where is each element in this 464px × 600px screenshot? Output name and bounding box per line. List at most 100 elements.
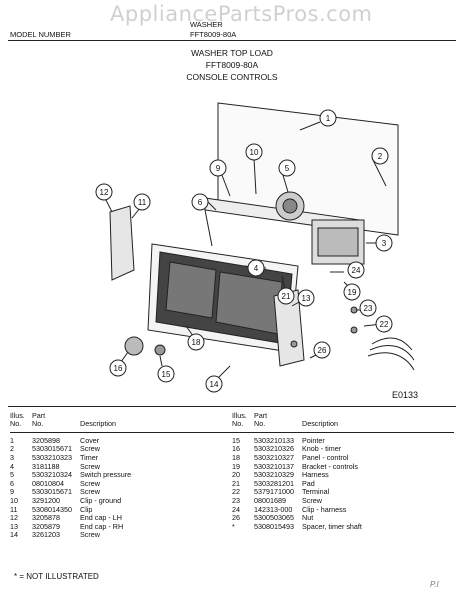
svg-text:26: 26 — [318, 346, 327, 355]
svg-text:19: 19 — [348, 288, 357, 297]
cell-part: 5303015671 — [32, 444, 72, 454]
svg-text:22: 22 — [380, 320, 389, 329]
pointer-part — [154, 344, 166, 356]
callout-2: 2 — [371, 147, 389, 165]
cell-description: Bracket - controls — [302, 461, 358, 471]
cell-description: Spacer, timer shaft — [302, 521, 362, 531]
callout-18: 18 — [187, 333, 205, 351]
cell-part: 5303015671 — [32, 487, 72, 497]
cell-part: 5303210137 — [254, 461, 294, 471]
callout-9: 9 — [209, 159, 227, 177]
cell-part: 5303210323 — [32, 453, 72, 462]
footnote: * = NOT ILLUSTRATED — [14, 572, 99, 581]
cell-part: 5379171000 — [254, 487, 294, 497]
cell-description: Panel - control — [302, 453, 349, 462]
cell-illus: 15 — [232, 435, 240, 445]
callout-15: 15 — [157, 365, 175, 383]
svg-text:21: 21 — [282, 292, 291, 301]
cell-illus: 18 — [232, 453, 240, 462]
cell-part: 5308015493 — [254, 521, 294, 531]
callout-3: 3 — [375, 234, 393, 252]
callout-14: 14 — [205, 375, 223, 393]
cell-part: 3205879 — [32, 521, 60, 531]
cell-illus: 26 — [232, 513, 240, 523]
callout-5: 5 — [278, 159, 296, 177]
cell-illus: 13 — [10, 521, 18, 531]
cell-part: 3205878 — [32, 513, 60, 523]
cell-description: Pad — [302, 478, 315, 488]
callout-22: 22 — [375, 315, 393, 333]
cell-illus: 21 — [232, 478, 240, 488]
table-row: * 5308015493 Spacer, timer shaft — [232, 521, 454, 532]
cell-description: Terminal — [302, 487, 330, 497]
callout-13: 13 — [297, 289, 315, 307]
table-row: 12 3205878 End cap - LH — [10, 514, 232, 523]
timer-knob-part — [124, 336, 144, 356]
header-divider — [8, 40, 456, 41]
cell-description: Clip — [80, 504, 93, 514]
exploded-parts-diagram: 1 2 3 4 5 6 9 10 11 12 13 14 15 16 18 19… — [95, 102, 415, 393]
svg-text:3: 3 — [382, 239, 387, 248]
cell-illus: 22 — [232, 487, 240, 497]
cell-part: 5303210133 — [254, 435, 294, 445]
cell-illus: 2 — [10, 444, 14, 454]
cell-illus: 10 — [10, 495, 18, 505]
table-row: 22 5379171000 Terminal — [232, 488, 454, 497]
cell-illus: 12 — [10, 513, 18, 523]
callout-16: 16 — [109, 359, 127, 377]
cell-description: Screw — [80, 530, 100, 540]
callout-10: 10 — [245, 143, 263, 161]
cell-part: 08010804 — [32, 478, 64, 488]
callout-19: 19 — [343, 283, 361, 301]
cell-part: 142313-000 — [254, 504, 293, 514]
cell-part: 5300503065 — [254, 513, 294, 523]
svg-text:18: 18 — [192, 338, 201, 347]
svg-text:23: 23 — [364, 304, 373, 313]
cell-part: 3205898 — [32, 435, 60, 445]
cell-description: End cap - LH — [80, 513, 122, 523]
callout-21: 21 — [277, 287, 295, 305]
cell-description: Screw — [302, 495, 322, 505]
diagram-title-line1: WASHER TOP LOAD — [191, 48, 273, 58]
svg-text:5: 5 — [285, 164, 290, 173]
svg-text:1: 1 — [326, 114, 331, 123]
callout-23: 23 — [359, 299, 377, 317]
svg-text:13: 13 — [302, 294, 311, 303]
cell-part: 3261203 — [32, 530, 60, 540]
cell-illus: * — [232, 521, 235, 531]
cell-illus: 1 — [10, 435, 14, 445]
cell-illus: 4 — [10, 461, 14, 471]
diagram-title-line2: FFT8009-80A — [205, 60, 259, 70]
callout-12: 12 — [95, 183, 113, 201]
diagram-title-line3: CONSOLE CONTROLS — [186, 72, 278, 82]
cell-description: Timer — [80, 453, 99, 462]
callout-24: 24 — [347, 261, 365, 279]
header-description: Description — [80, 419, 116, 429]
cell-description: Knob - timer — [302, 444, 342, 454]
cell-description: End cap - RH — [80, 521, 124, 531]
cell-part: 5308014350 — [32, 504, 72, 514]
table-top-divider — [8, 406, 456, 407]
cell-illus: 23 — [232, 495, 240, 505]
cell-description: Cover — [80, 435, 100, 445]
